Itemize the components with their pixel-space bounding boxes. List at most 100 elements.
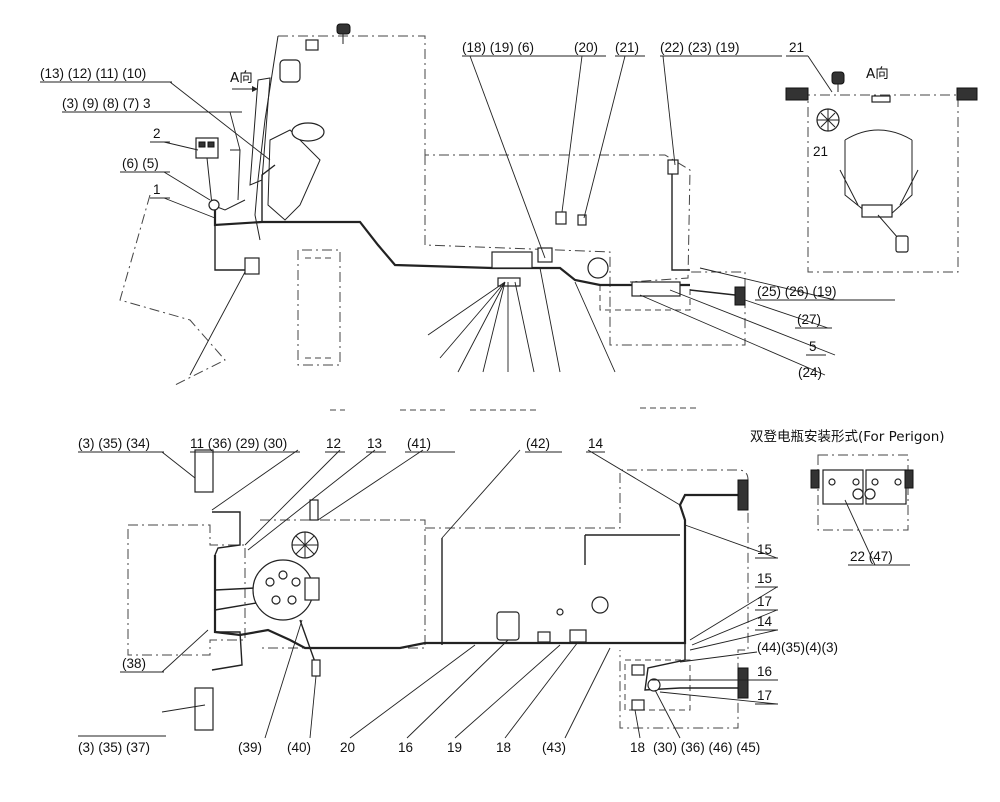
leader-11-36-29-30 (211, 449, 299, 511)
label-16-right: 16 (757, 664, 772, 679)
steering-wheel (291, 122, 325, 142)
leader-19-b (454, 644, 561, 739)
front-chassis-outline (119, 194, 226, 386)
leader-12 (244, 449, 341, 546)
harness-to-front-lamp (212, 511, 241, 556)
label-18-19-6: (18) (19) (6) (462, 40, 534, 55)
top-side-view: (13) (12) (11) (10) (3) (9) (8) (7) 3 2 … (40, 23, 895, 386)
leader-20 (561, 55, 583, 213)
upright-mast (249, 77, 271, 186)
label-38: (38) (122, 656, 146, 671)
leader-fan (189, 267, 616, 376)
leader-39 (264, 619, 303, 739)
leader-1 (163, 197, 216, 219)
harness-branch-cab (261, 164, 276, 222)
label-a-direction: A向 (230, 70, 253, 86)
inset-beacon (831, 71, 845, 85)
harness-to-rear-front-lamp (211, 631, 243, 671)
leader-21p (583, 55, 626, 219)
leader-13 (247, 449, 376, 551)
label-25-26-19: (25) (26) (19) (757, 284, 837, 299)
leader-2 (163, 141, 199, 151)
battery-inset: 双登电瓶安装形式(For Perigon) 22 (47) (750, 429, 945, 566)
leader-44-35-4-3 (679, 651, 758, 663)
front-lamp-right (194, 687, 214, 731)
label-6-5: (6) (5) (122, 156, 159, 171)
leader-27 (744, 299, 829, 329)
label-30-36-46-45: (30) (36) (46) (45) (653, 740, 760, 755)
leader-13-12-11-10 (169, 81, 271, 161)
leader-3-35-34 (161, 451, 196, 479)
label-22-23-19: (22) (23) (19) (660, 40, 740, 55)
leader-17-a (691, 609, 778, 646)
label-21-paren: (21) (615, 40, 639, 55)
leader-15-b (689, 586, 778, 641)
switch-b (207, 141, 215, 148)
label-14-top: 14 (588, 436, 604, 451)
rear-box-outline (624, 659, 691, 711)
leader-18-b (504, 641, 579, 739)
front-wheel-outline (297, 249, 341, 366)
harness-branch-left (214, 225, 245, 271)
inset-key-switch (895, 235, 909, 253)
label-14-b: 14 (757, 614, 773, 629)
leader-18-19-6 (469, 55, 546, 259)
leader-15-a (684, 524, 778, 559)
leader-17-b (659, 691, 778, 705)
label-15-b: 15 (757, 571, 772, 586)
inset-right-lamp (956, 87, 978, 101)
rear-lamp-top (737, 479, 749, 511)
label-39: (39) (238, 740, 262, 755)
label-3-35-37: (3) (35) (37) (78, 740, 150, 755)
label-42: (42) (526, 436, 550, 451)
harness-dash-branch (214, 587, 263, 611)
harness-rear-branch (644, 643, 738, 691)
label-2: 2 (153, 126, 161, 141)
seat-switch (311, 659, 321, 677)
label-18-rear: 18 (630, 740, 645, 755)
rear-lamp (734, 286, 746, 306)
steering-column (267, 129, 321, 221)
pedal-pivot (208, 199, 220, 211)
label-11-36-29-30: 11 (36) (29) (30) (190, 436, 287, 451)
inset-left-lamp (785, 87, 809, 101)
rear-lamp-bottom (737, 667, 749, 699)
label-15-a: 15 (757, 542, 772, 557)
horn (587, 257, 609, 279)
bottom-plan-view: (3) (35) (34) 11 (36) (29) (30) 12 13 (4… (78, 436, 838, 755)
leader-16-b (406, 639, 509, 739)
rear-frame-outline (424, 155, 746, 346)
label-22-47: 22 (47) (850, 549, 893, 564)
leader-21-inset (807, 55, 833, 93)
label-3-9-8-7-3: (3) (9) (8) (7) 3 (62, 96, 151, 111)
main-harness-top (213, 205, 690, 287)
label-18-bottom: 18 (496, 740, 511, 755)
roof-lamp (305, 39, 319, 51)
label-19-bottom: 19 (447, 740, 462, 755)
view-separator (330, 407, 700, 411)
leader-38 (161, 629, 209, 673)
leader-20-b (349, 644, 476, 739)
ground-block (497, 277, 521, 287)
leader-3-35-37 (161, 704, 206, 713)
front-axle-outline (127, 524, 246, 656)
label-13: 13 (367, 436, 382, 451)
leader-3-9-8-7-3 (229, 111, 241, 151)
cab-outline (278, 35, 691, 283)
label-27: (27) (797, 312, 821, 327)
label-17-a: 17 (757, 594, 772, 609)
label-44-35-4-3: (44)(35)(4)(3) (757, 640, 838, 655)
relay-unit (537, 631, 551, 643)
leader-25-26-19 (699, 267, 836, 301)
harness-branch-rear (689, 289, 736, 296)
console-block (304, 577, 320, 601)
label-13-12-11-10: (13) (12) (11) (10) (40, 66, 146, 81)
label-24: (24) (798, 365, 822, 380)
leader-5 (669, 289, 836, 356)
front-lamp (244, 257, 260, 275)
inset-outline (800, 94, 959, 273)
operator-seat (252, 559, 314, 621)
sensor-21 (577, 214, 587, 226)
battery-inset-title: 双登电瓶安装形式(For Perigon) (750, 429, 945, 445)
